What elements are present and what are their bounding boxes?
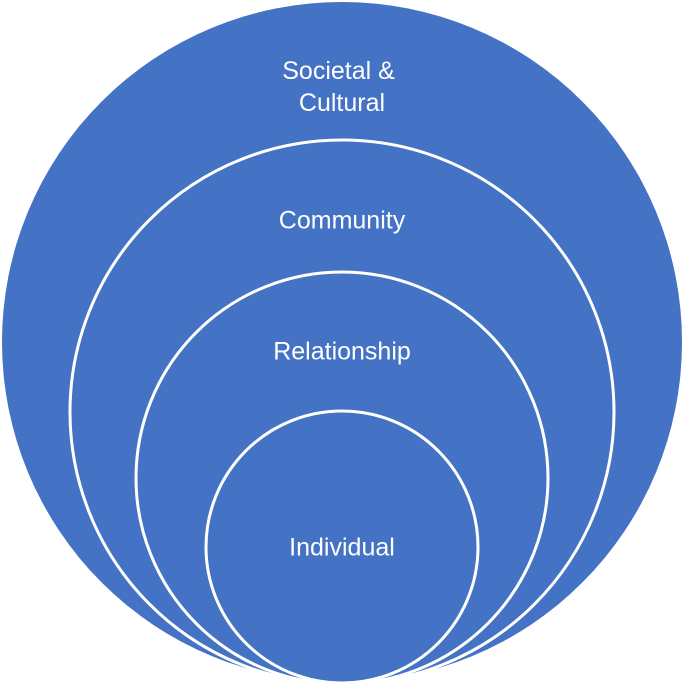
community-label: Community	[279, 207, 406, 235]
societal-label-line: Societal &	[282, 57, 395, 85]
societal-cultural-label: Societal & Cultural	[282, 57, 402, 117]
cultural-label-line: Cultural	[299, 89, 385, 117]
individual-circle	[204, 409, 480, 685]
relationship-label: Relationship	[273, 338, 411, 366]
individual-label: Individual	[289, 534, 395, 562]
